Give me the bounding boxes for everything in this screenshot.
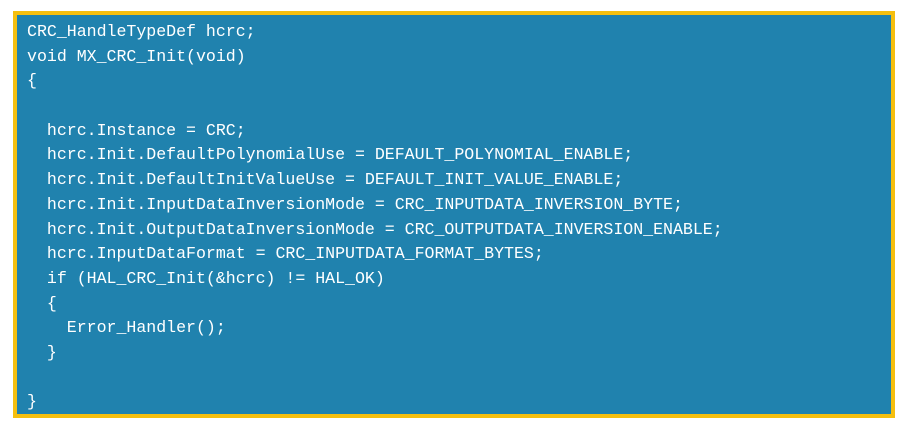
code-line: } (27, 392, 37, 412)
code-line: { (27, 293, 57, 313)
code-line: } (27, 342, 57, 362)
code-line: hcrc.Init.DefaultInitValueUse = DEFAULT_… (27, 170, 624, 190)
code-line (27, 366, 723, 391)
code-line: if (HAL_CRC_Init(&hcrc) != HAL_OK) (27, 268, 385, 288)
code-line (27, 94, 723, 119)
code-block: CRC_HandleTypeDef hcrc; void MX_CRC_Init(… (27, 20, 723, 415)
code-block-frame: CRC_HandleTypeDef hcrc; void MX_CRC_Init(… (13, 11, 895, 418)
code-line: hcrc.Init.OutputDataInversionMode = CRC_… (27, 219, 723, 239)
code-line: { (27, 71, 37, 91)
code-line: hcrc.InputDataFormat = CRC_INPUTDATA_FOR… (27, 244, 544, 264)
code-line: Error_Handler(); (27, 318, 226, 338)
code-line: void MX_CRC_Init(void) (27, 46, 246, 66)
code-line: hcrc.Instance = CRC; (27, 120, 246, 140)
code-line: CRC_HandleTypeDef hcrc; (27, 22, 256, 41)
code-line: hcrc.Init.DefaultPolynomialUse = DEFAULT… (27, 145, 634, 165)
code-line: hcrc.Init.InputDataInversionMode = CRC_I… (27, 194, 683, 214)
